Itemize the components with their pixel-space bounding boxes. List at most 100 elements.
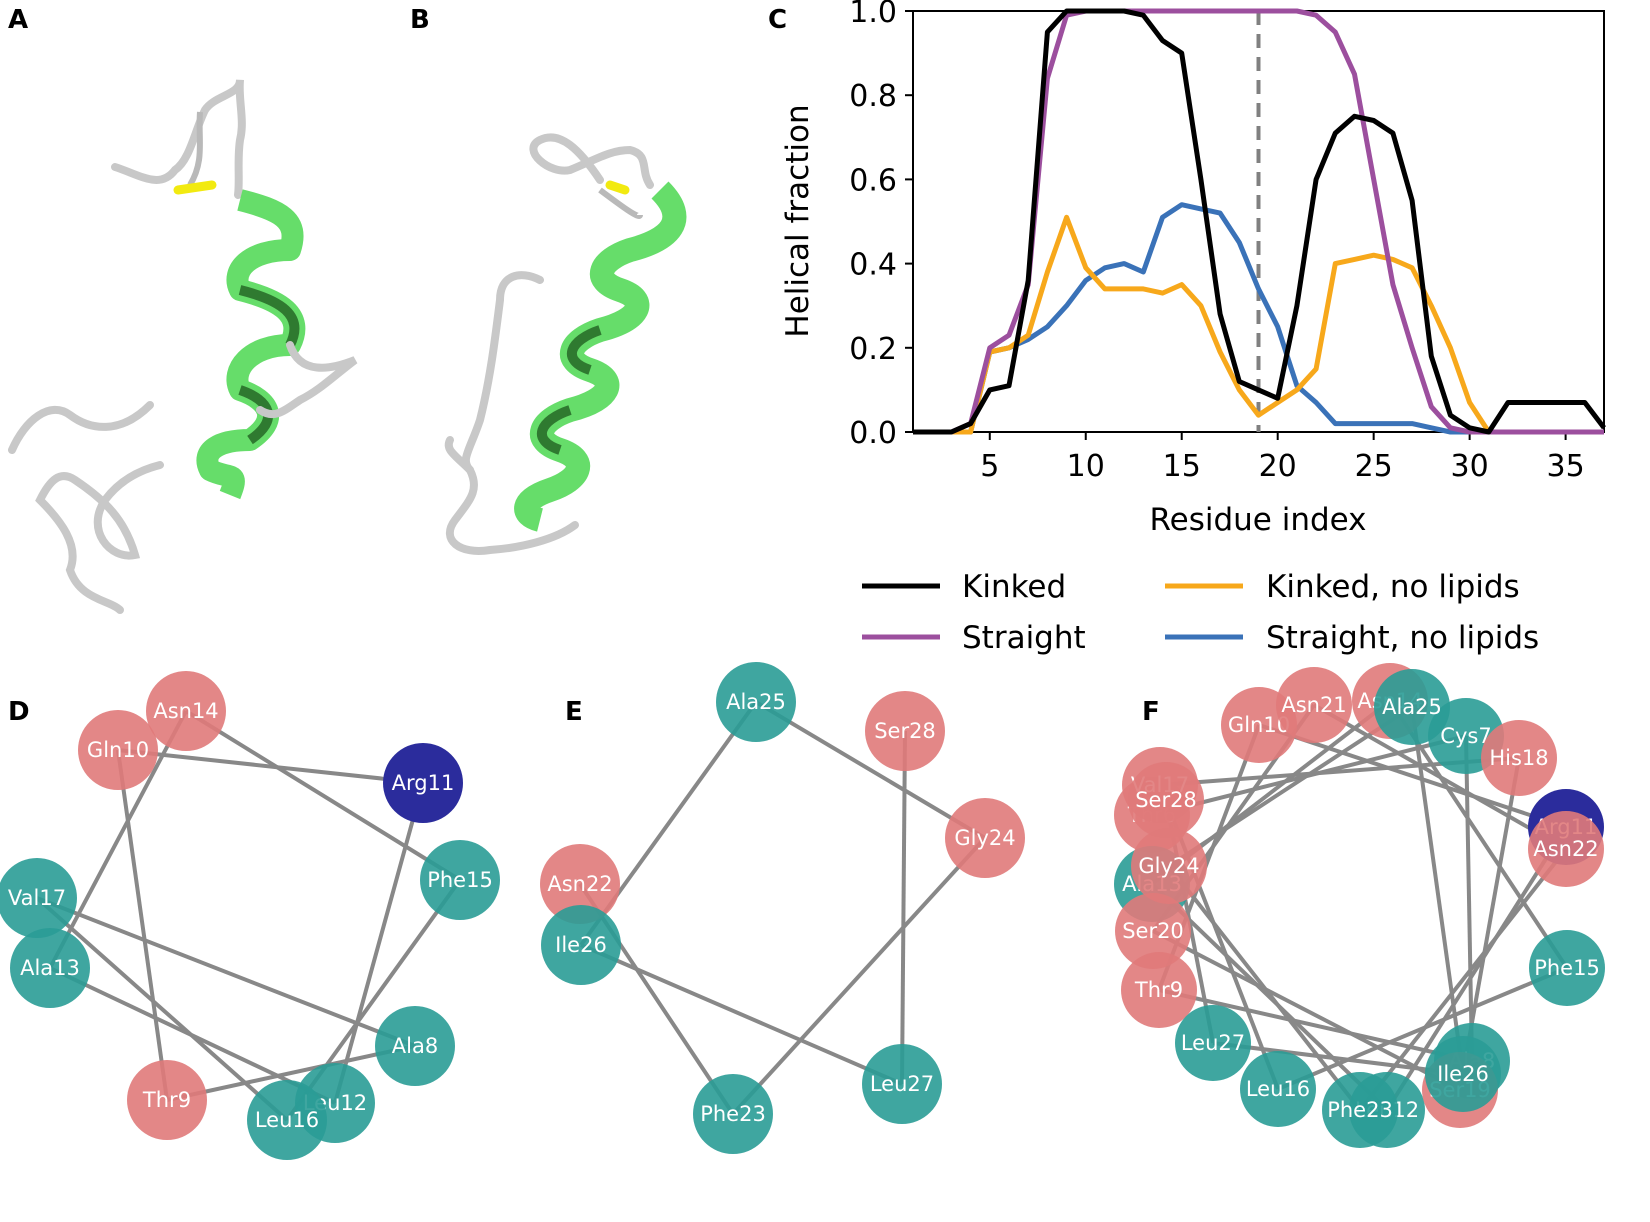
residue-label: Asn22: [1533, 837, 1598, 861]
residue-thr9: Thr9: [1121, 952, 1197, 1028]
chart-legend: Kinked Straight Kinked, no lipids Straig…: [862, 569, 1539, 656]
residue-circle: [541, 905, 621, 985]
residue-circle: [865, 691, 945, 771]
residue-his18: His18: [1481, 720, 1557, 796]
residue-label: Thr9: [142, 1088, 191, 1112]
legend-label-kinked: Kinked: [962, 569, 1066, 605]
residue-circle: [1322, 1072, 1398, 1148]
wheel-connector: [117, 748, 424, 785]
residue-label: His18: [1489, 746, 1548, 770]
helical-wheel-f: Thr6Cys7Ala8Thr9Gln10Arg11Leu12Ala13Asn1…: [1114, 663, 1605, 1148]
y-tick-label: 0.4: [849, 248, 897, 283]
structure-b-straight-helix: [444, 133, 687, 555]
residue-label: Phe15: [1534, 956, 1600, 980]
wheel-connector: [1385, 825, 1568, 1112]
y-axis: 0.00.20.40.60.81.0: [849, 0, 913, 451]
x-tick-label: 15: [1163, 449, 1201, 484]
wheel-connector: [900, 730, 907, 1085]
residue-label: Phe15: [427, 868, 493, 892]
residue-phe15: Phe15: [1529, 930, 1605, 1006]
panel-label-d: D: [8, 697, 30, 727]
wheel-connector: [48, 710, 188, 969]
residue-circle: [945, 798, 1025, 878]
coil-segment: [444, 436, 474, 474]
residue-val17: Val17: [0, 858, 77, 938]
residue-label: Cys7: [1440, 724, 1491, 748]
residue-leu16: Leu16: [1240, 1051, 1316, 1127]
residue-label: Asn14: [153, 699, 218, 723]
wheel-connector: [166, 1044, 416, 1102]
residue-label: Ser20: [1122, 919, 1184, 943]
residue-circle: [1529, 930, 1605, 1006]
residue-label: Ala25: [1382, 695, 1442, 719]
legend-label-kinked-no-lipids: Kinked, no lipids: [1266, 569, 1520, 605]
wheel-connector: [1410, 706, 1465, 1075]
series-lines: [913, 8, 1606, 435]
residue-label: Ser28: [1135, 788, 1197, 812]
residue-ser20: Ser20: [1115, 893, 1191, 969]
residue-circle: [127, 1060, 207, 1140]
wheel-connector: [116, 749, 169, 1101]
residue-circle: [693, 1074, 773, 1154]
residue-leu16: Leu16: [247, 1080, 327, 1160]
coil-segment: [529, 133, 654, 189]
wheel-connector: [754, 700, 987, 840]
residue-asn14: Asn14: [146, 671, 226, 751]
wheel-connector: [36, 896, 416, 1048]
residue-label: Phe23: [1327, 1098, 1393, 1122]
coil-segment: [8, 401, 154, 454]
y-tick-label: 0.0: [849, 416, 897, 451]
residue-ala25: Ala25: [716, 662, 796, 742]
residue-circle: [1425, 1036, 1501, 1112]
x-tick-label: 35: [1547, 449, 1585, 484]
y-tick-label: 0.2: [849, 332, 897, 367]
residue-ala25: Ala25: [1374, 669, 1450, 745]
helical-wheel-d: Ala8Thr9Gln10Arg11Leu12Ala13Asn14Phe15Le…: [0, 671, 500, 1160]
x-tick-label: 25: [1355, 449, 1393, 484]
coil-segment: [187, 111, 203, 187]
residue-label: Ala8: [392, 1034, 438, 1058]
residue-label: Asn21: [1281, 693, 1346, 717]
residue-circle: [862, 1044, 942, 1124]
residue-asn22: Asn22: [540, 844, 620, 924]
residue-label: Leu16: [1246, 1077, 1310, 1101]
wheel-connector: [1212, 1041, 1464, 1076]
x-tick-label: 30: [1451, 449, 1489, 484]
residue-label: Ile26: [1437, 1062, 1489, 1086]
residue-circle: [1528, 811, 1604, 887]
residue-circle: [1175, 1005, 1251, 1081]
residue-circle: [1121, 952, 1197, 1028]
residue-label: Leu27: [1181, 1031, 1245, 1055]
residue-circle: [375, 1006, 455, 1086]
residue-gly24: Gly24: [945, 798, 1025, 878]
residue-label: Ser28: [874, 719, 936, 743]
residue-ser28: Ser28: [1128, 762, 1204, 838]
residue-ile26: Ile26: [541, 905, 621, 985]
helix-ribbon: [514, 181, 687, 532]
residue-phe23: Phe23: [693, 1074, 773, 1154]
residue-circle: [1481, 720, 1557, 796]
residue-asn21: Asn21: [1276, 667, 1352, 743]
residue-circle: [1115, 893, 1191, 969]
coil-segment: [111, 79, 246, 199]
residue-ser28: Ser28: [865, 691, 945, 771]
wheel-connector: [580, 943, 903, 1086]
series-line-kinked: [913, 8, 1606, 435]
y-tick-label: 0.6: [849, 163, 897, 198]
residue-circle: [78, 710, 158, 790]
residue-circle: [1131, 828, 1207, 904]
coil-segment: [35, 461, 164, 614]
residue-label: Ile26: [555, 933, 607, 957]
x-tick-label: 5: [980, 449, 999, 484]
residue-label: Leu16: [255, 1108, 319, 1132]
residue-label: Arg11: [392, 771, 455, 795]
panel-label-a: A: [8, 5, 28, 35]
wheel-connector: [1464, 735, 1474, 1062]
residue-phe15: Phe15: [420, 840, 500, 920]
panel-label-b: B: [410, 5, 430, 35]
wheel-connector: [1158, 988, 1473, 1063]
residue-label: Asn22: [547, 872, 612, 896]
panel-label-c: C: [768, 5, 787, 35]
